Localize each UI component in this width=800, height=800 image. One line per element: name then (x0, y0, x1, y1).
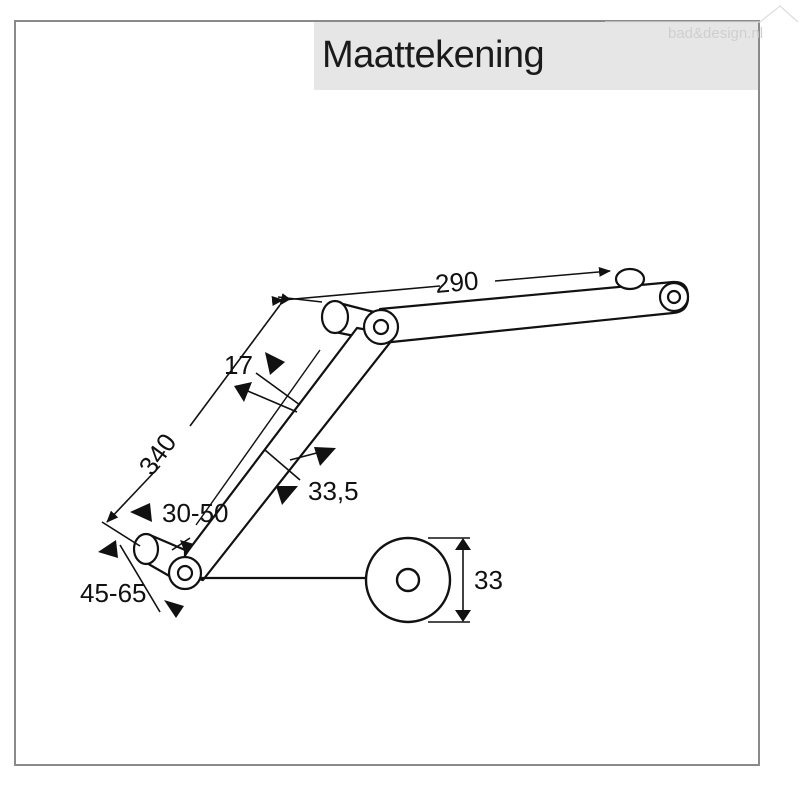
dim-17-label: 17 (224, 350, 253, 380)
dim-30-50-label: 30-50 (162, 498, 229, 528)
upper-arm-end-cap (614, 267, 646, 291)
dim-340-label: 340 (133, 428, 183, 481)
upper-arm (378, 280, 690, 345)
lower-arm (170, 326, 398, 582)
knob-hole (395, 567, 421, 593)
dim-290-label: 290 (434, 265, 480, 299)
dim-33-5-label: 33,5 (308, 476, 359, 506)
drawing-frame (14, 20, 760, 766)
dim-33-label: 33 (474, 565, 503, 595)
watermark-text: bad&design.nl (668, 25, 763, 42)
watermark-logo: bad&design.nl (605, 5, 799, 42)
title-bar (314, 22, 758, 90)
dim-45-65-label: 45-65 (80, 578, 147, 608)
page-title: Maattekening (322, 34, 545, 76)
